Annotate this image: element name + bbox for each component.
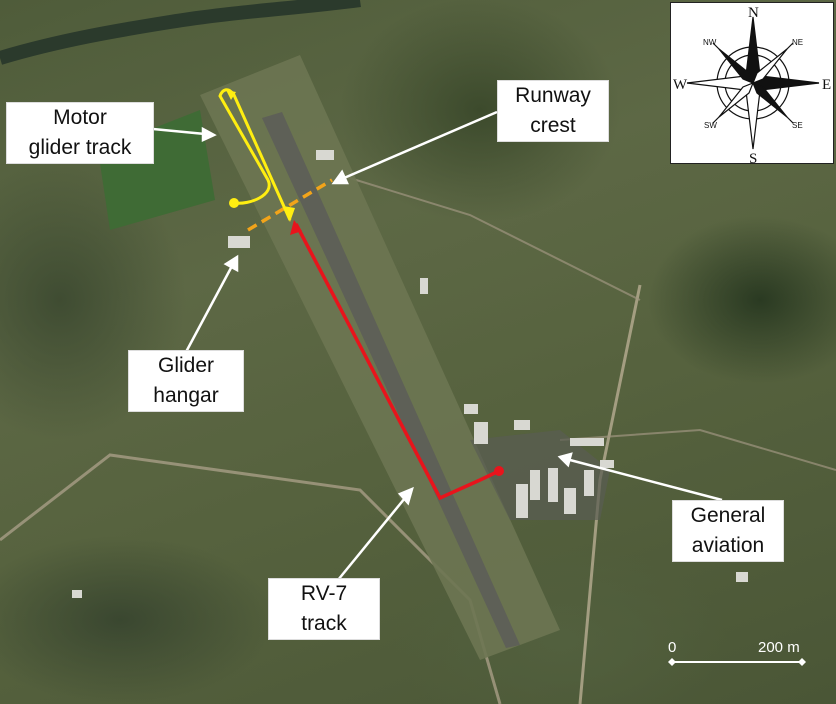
general-aviation-callout-arrow: [569, 458, 723, 502]
rv7-track-arrowhead: [290, 220, 302, 235]
compass-label-w: W: [673, 77, 688, 93]
label-line: crest: [530, 114, 576, 137]
label-rv7-track: RV-7 track: [268, 578, 380, 640]
compass-rose-graphic: N S E W NW NE SW SE: [673, 5, 831, 165]
label-glider-hangar: Glider hangar: [128, 350, 244, 412]
compass-label-sw: SW: [704, 121, 717, 130]
label-line: glider track: [28, 136, 132, 159]
rv7-track-start: [494, 466, 504, 476]
road: [339, 174, 641, 301]
motor-glider-callout-arrow: [152, 127, 206, 136]
rv7-callout-arrowhead: [397, 486, 414, 506]
motor-glider-track-start: [229, 198, 239, 208]
label-line: Motor: [53, 106, 107, 129]
compass-label-ne: NE: [792, 38, 803, 47]
rv7-callout-arrow: [337, 497, 406, 581]
compass-label-nw: NW: [703, 38, 717, 47]
scale-label-end: 200 m: [758, 639, 800, 656]
label-general-aviation: General aviation: [672, 500, 784, 562]
scale-bar-tick-left: [668, 658, 676, 666]
road: [559, 428, 836, 471]
compass-label-n: N: [748, 5, 759, 21]
motor-glider-track-arrowhead: [226, 90, 236, 100]
runway-crest-callout-arrow: [343, 110, 498, 180]
label-line: track: [301, 612, 347, 635]
label-line: RV-7: [300, 582, 348, 605]
motor-glider-track-arrowhead: [283, 206, 295, 222]
runway-crest-line: [247, 178, 333, 232]
label-motor-glider-track: Motor glider track: [6, 102, 154, 164]
scale-bar-tick-right: [798, 658, 806, 666]
compass-label-se: SE: [792, 121, 803, 130]
compass-label-s: S: [749, 151, 757, 165]
runway: [262, 112, 520, 648]
label-line: hangar: [153, 384, 219, 407]
runway-crest-callout-arrowhead: [331, 169, 349, 185]
label-line: aviation: [691, 534, 765, 557]
rv7-track: [294, 223, 500, 501]
glider-hangar-callout-arrowhead: [223, 254, 239, 273]
label-runway-crest: Runway crest: [497, 80, 609, 142]
buildings: [72, 150, 748, 598]
general-aviation-callout-arrowhead: [557, 452, 573, 468]
label-line: Glider: [157, 354, 215, 377]
glider-hangar-callout-arrow: [184, 265, 234, 353]
motor-glider-callout-arrowhead: [201, 126, 217, 142]
river: [0, 0, 361, 65]
label-line: General: [690, 504, 766, 527]
compass-label-e: E: [822, 77, 831, 93]
label-line: Runway: [515, 84, 591, 107]
compass-rose: N S E W NW NE SW SE: [670, 2, 834, 165]
scale-label-start: 0: [668, 639, 676, 656]
